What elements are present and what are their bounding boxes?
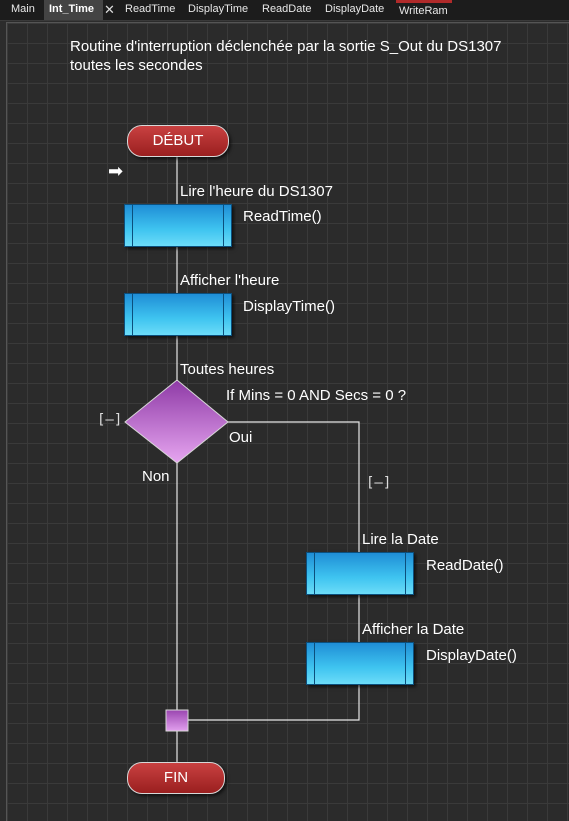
readdate-block[interactable] [306,552,414,595]
tab-readtime[interactable]: ReadTime [125,3,176,15]
step2-caption: Afficher l'heure [180,272,280,289]
tab-bar: Main Int_Time ✕ ReadTime DisplayTime Rea… [0,0,569,21]
displaydate-block[interactable] [306,642,414,685]
merge-junction [165,709,189,732]
decision-diamond [124,379,229,464]
step1-call: ReadTime() [243,208,322,225]
decision-condition: If Mins = 0 AND Secs = 0 ? [226,387,407,404]
step3-call: ReadDate() [426,557,504,574]
entry-arrow-icon: ➡ [108,161,124,181]
close-tab-icon[interactable]: ✕ [104,2,115,17]
routine-comment: Routine d'interruption déclenchée par la… [70,37,501,75]
comment-line-2: toutes les secondes [70,57,203,74]
step4-call: DisplayDate() [426,647,517,664]
tab-accent [396,0,452,3]
step4-caption: Afficher la Date [362,621,465,638]
decision-caption: Toutes heures [180,361,275,378]
tab-readdate[interactable]: ReadDate [262,3,312,15]
tab-main[interactable]: Main [11,3,35,15]
connector-yes-branch [228,421,360,552]
step2-call: DisplayTime() [243,298,335,315]
decision-yes-label: Oui [229,429,253,446]
readtime-block[interactable] [124,204,232,247]
step1-caption: Lire l'heure du DS1307 [180,183,333,200]
collapse-decision-button[interactable]: [–] [97,412,123,428]
connector-merge [188,684,360,721]
start-terminal[interactable]: DÉBUT [127,125,229,157]
displaytime-block[interactable] [124,293,232,336]
tab-writeram[interactable]: WriteRam [399,5,448,17]
tab-displaytime[interactable]: DisplayTime [188,3,249,15]
step3-caption: Lire la Date [362,531,439,548]
collapse-yes-branch-button[interactable]: [–] [366,475,392,491]
tab-int-time[interactable]: Int_Time [44,0,103,20]
end-terminal[interactable]: FIN [127,762,225,794]
decision-no-label: Non [142,468,170,485]
tab-displaydate[interactable]: DisplayDate [325,3,385,15]
comment-line-1: Routine d'interruption déclenchée par la… [70,38,502,55]
